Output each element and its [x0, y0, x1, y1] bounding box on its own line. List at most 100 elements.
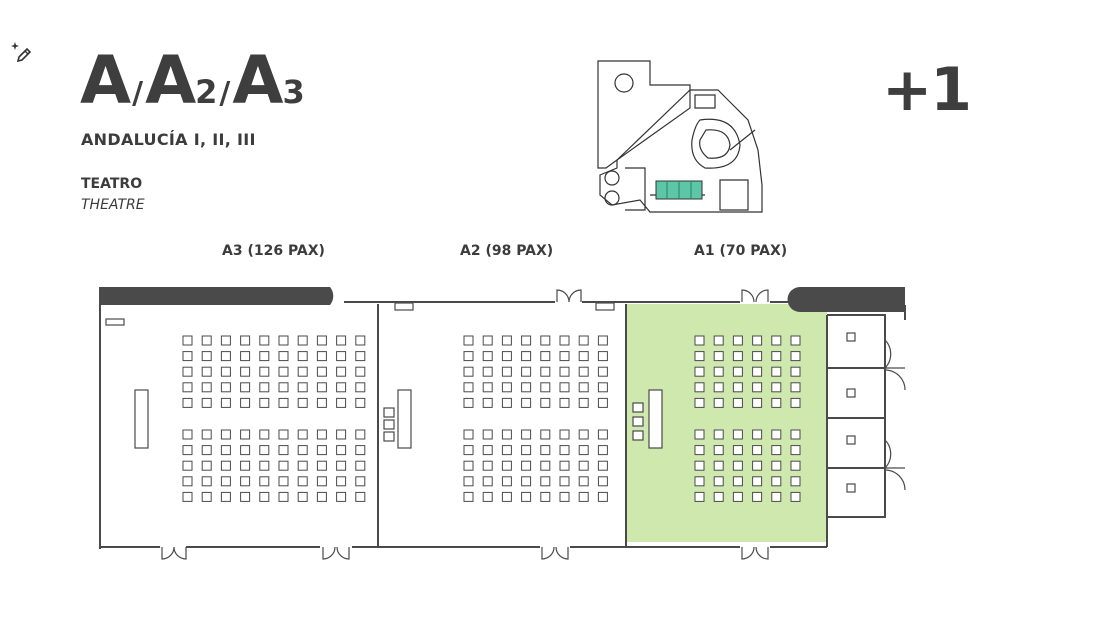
seat: [540, 382, 551, 393]
seat: [771, 397, 782, 408]
seat: [752, 460, 763, 471]
seat: [259, 351, 270, 362]
seat: [355, 335, 366, 346]
seat: [220, 491, 231, 502]
seat: [578, 476, 589, 487]
seat: [182, 397, 193, 408]
seat: [521, 429, 532, 440]
seat: [220, 476, 231, 487]
seat: [201, 366, 212, 377]
seat: [752, 445, 763, 456]
title-slash-2: /: [219, 76, 231, 111]
seat: [336, 460, 347, 471]
seat: [482, 460, 493, 471]
seat: [790, 445, 801, 456]
seat: [732, 460, 743, 471]
stages: [134, 389, 663, 449]
seat: [482, 397, 493, 408]
wall-west-top: [100, 287, 334, 305]
seat: [336, 445, 347, 456]
seat: [578, 460, 589, 471]
seat: [297, 476, 308, 487]
seat: [521, 460, 532, 471]
seat: [240, 460, 251, 471]
seat: [501, 382, 512, 393]
seat: [713, 351, 724, 362]
title-a2-number: 2: [195, 73, 218, 111]
doors: [161, 289, 906, 560]
seat: [521, 366, 532, 377]
page-title: A/A2/A3: [80, 48, 305, 114]
floor-number: +1: [882, 55, 972, 125]
seat: [597, 397, 608, 408]
seat: [278, 382, 289, 393]
seat: [259, 491, 270, 502]
seat: [278, 397, 289, 408]
seat: [713, 429, 724, 440]
seat: [597, 460, 608, 471]
seat: [559, 351, 570, 362]
seat: [316, 335, 327, 346]
seat: [597, 335, 608, 346]
seat: [732, 382, 743, 393]
title-a1: A: [80, 42, 131, 119]
seat: [559, 335, 570, 346]
seat: [597, 429, 608, 440]
seat: [220, 382, 231, 393]
seat: [732, 335, 743, 346]
seat: [336, 351, 347, 362]
seat: [355, 476, 366, 487]
seat: [732, 429, 743, 440]
seat: [297, 491, 308, 502]
seat: [316, 397, 327, 408]
seat: [771, 382, 782, 393]
seat: [297, 429, 308, 440]
title-a2-letter: A: [145, 42, 196, 119]
seat: [578, 382, 589, 393]
seat: [259, 445, 270, 456]
seat: [201, 476, 212, 487]
seat: [297, 445, 308, 456]
seat: [278, 460, 289, 471]
seat: [278, 429, 289, 440]
seat: [240, 445, 251, 456]
seat: [240, 491, 251, 502]
seat: [240, 351, 251, 362]
seat: [752, 351, 763, 362]
seat: [482, 429, 493, 440]
seat: [201, 351, 212, 362]
seat: [790, 382, 801, 393]
seat: [771, 351, 782, 362]
seat: [182, 351, 193, 362]
seat: [336, 335, 347, 346]
seat: [297, 351, 308, 362]
magic-pen-icon[interactable]: [10, 38, 34, 62]
seat: [578, 366, 589, 377]
seat: [521, 445, 532, 456]
seat: [559, 445, 570, 456]
seat: [482, 445, 493, 456]
seat: [336, 397, 347, 408]
seat: [259, 366, 270, 377]
seat: [559, 382, 570, 393]
room-label-a3: A3 (126 PAX): [222, 243, 325, 259]
seat: [790, 460, 801, 471]
seat: [597, 382, 608, 393]
seat: [559, 397, 570, 408]
seat: [521, 491, 532, 502]
room-label-a2: A2 (98 PAX): [460, 243, 554, 259]
seat: [732, 397, 743, 408]
seat: [259, 429, 270, 440]
seat: [597, 476, 608, 487]
seat: [771, 429, 782, 440]
seat: [597, 366, 608, 377]
seat: [540, 476, 551, 487]
seat: [694, 335, 705, 346]
seat: [752, 429, 763, 440]
seat: [694, 397, 705, 408]
seat: [578, 491, 589, 502]
seat: [501, 429, 512, 440]
seat: [182, 429, 193, 440]
